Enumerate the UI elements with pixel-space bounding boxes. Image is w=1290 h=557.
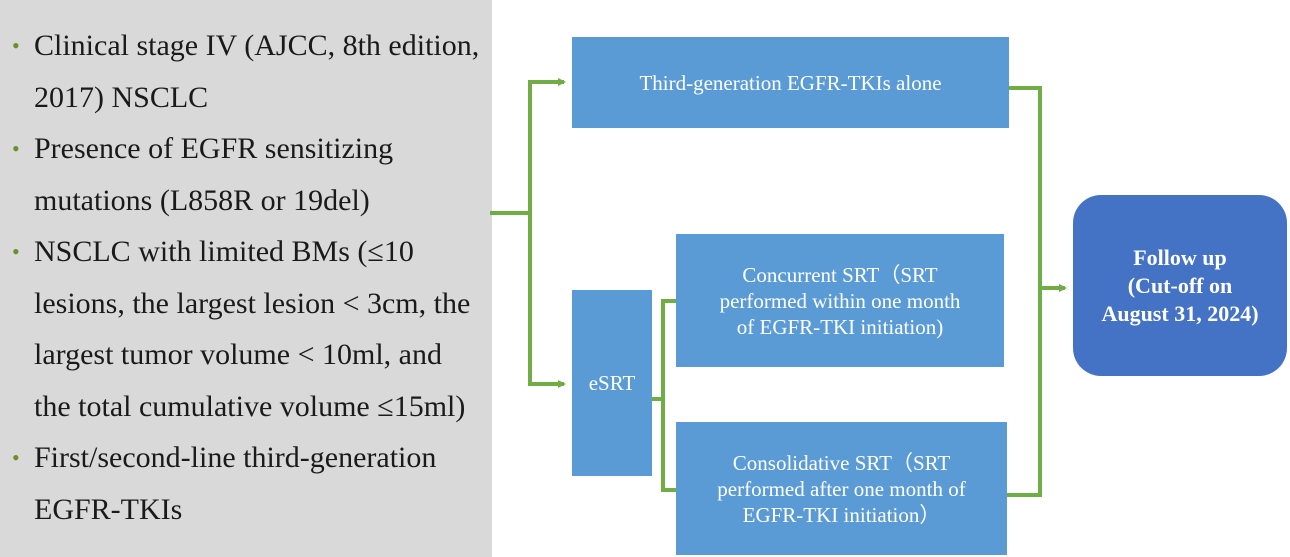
criterion-egfr-line-1: Presence of EGFR sensitizing [34, 132, 394, 165]
connector-tki-to-merge [1007, 86, 1042, 497]
criterion-bm-line-3: largest tumor volume < 10ml, and [34, 338, 442, 371]
criterion-bm-line-4: the total cumulative volume ≤15ml) [34, 389, 466, 423]
criterion-stage-line-1: Clinical stage IV (AJCC, 8th edition, [34, 29, 480, 62]
bullet-icon: • [12, 136, 20, 161]
box-concurrent-srt: Concurrent SRT（SRT performed within one … [676, 234, 1004, 367]
criterion-treatment-line-2: EGFR-TKIs [34, 492, 183, 526]
bullet-icon: • [12, 33, 20, 58]
criterion-treatment-line-1: First/second-line third-generation [34, 441, 437, 474]
criterion-egfr-mutation: • Presence of EGFR sensitizing mutations… [12, 123, 482, 226]
bracket-esrt-options [661, 299, 676, 492]
box-esrt: eSRT [572, 290, 652, 476]
bullet-icon: • [12, 445, 20, 470]
inclusion-criteria-panel: • Clinical stage IV (AJCC, 8th edition, … [0, 0, 492, 557]
box-follow-up: Follow up (Cut-off on August 31, 2024) [1073, 195, 1287, 376]
criterion-treatment-line: • First/second-line third-generation EGF… [12, 432, 482, 535]
criterion-bm-line-1: NSCLC with limited BMs (≤10 [34, 235, 414, 268]
criterion-egfr-line-2: mutations (L858R or 19del) [34, 183, 370, 217]
criterion-bm-line-2: lesions, the largest lesion < 3cm, the [34, 286, 471, 320]
criterion-stage-line-2: 2017) NSCLC [34, 80, 209, 114]
bullet-icon: • [12, 239, 20, 264]
criterion-brain-metastases: • NSCLC with limited BMs (≤10 lesions, t… [12, 226, 482, 432]
criterion-stage: • Clinical stage IV (AJCC, 8th edition, … [12, 20, 482, 123]
inclusion-criteria-list: • Clinical stage IV (AJCC, 8th edition, … [12, 20, 482, 535]
box-consolidative-srt: Consolidative SRT（SRT performed after on… [676, 422, 1007, 555]
box-tki-alone: Third-generation EGFR-TKIs alone [572, 37, 1009, 128]
